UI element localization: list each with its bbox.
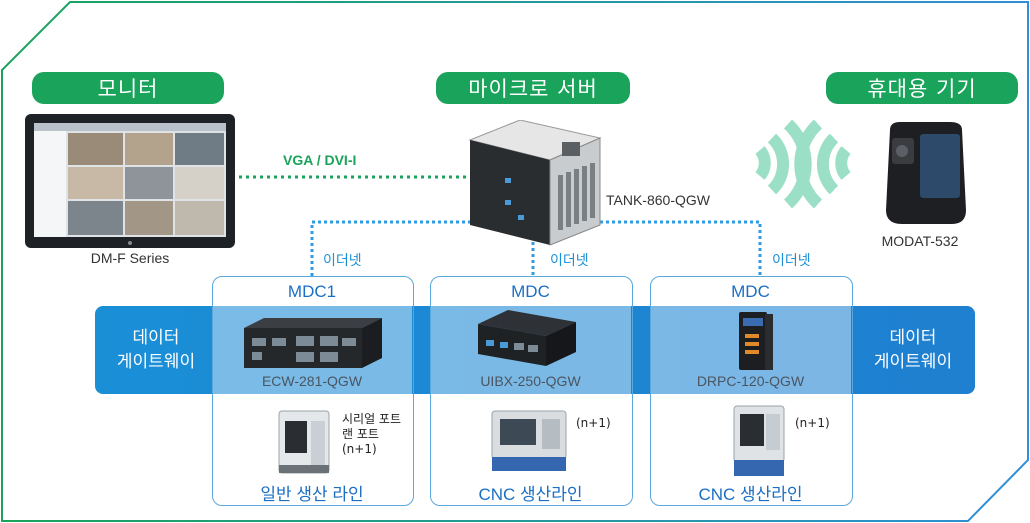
unit-1-note-line3: (n+1): [342, 442, 377, 456]
unit-box-1: [212, 276, 414, 506]
vga-link-label: VGA / DVI-I: [283, 152, 357, 168]
ethernet-label-1: 이더넷: [321, 250, 364, 270]
monitor-header: 모니터: [32, 72, 224, 104]
unit-1-note-line1: 시리얼 포트: [342, 412, 402, 426]
unit-3-model: DRPC-120-QGW: [696, 373, 805, 389]
gateway-label-right-line1: 데이터: [889, 328, 937, 348]
ethernet-label-3: 이더넷: [770, 250, 813, 270]
unit-3-machine-image: [733, 405, 785, 476]
unit-1-model: ECW-281-QGW: [261, 373, 363, 389]
unit-2-line-label: CNC 생산라인: [478, 485, 583, 504]
gateway-label-right-line2: 게이트웨이: [873, 352, 953, 372]
mobile-model: MODAT-532: [881, 233, 959, 249]
unit-1-note: 시리얼 포트 랜 포트 (n+1): [342, 412, 401, 457]
unit-3-title: MDC: [731, 282, 770, 301]
server-header-text: 마이크로 서버: [468, 77, 598, 101]
mobile-header: 휴대용 기기: [826, 72, 1018, 104]
unit-1-line-label: 일반 생산 라인: [260, 485, 364, 504]
unit-1-title: MDC1: [287, 282, 337, 301]
unit-2-machine-image: [491, 410, 567, 471]
unit-1-device-image: [244, 318, 382, 368]
monitor-model: DM-F Series: [90, 250, 170, 266]
server-header: 마이크로 서버: [436, 72, 630, 104]
unit-box-3: [650, 276, 853, 506]
gateway-label-left-line1: 데이터: [132, 328, 180, 348]
unit-3-device-image: [739, 312, 773, 370]
unit-2-note: (n+1): [576, 416, 611, 430]
mobile-header-text: 휴대용 기기: [867, 77, 977, 101]
ethernet-label-2: 이더넷: [548, 250, 591, 270]
mobile-device-image: [886, 122, 966, 224]
unit-3-line-label: CNC 생산라인: [698, 485, 803, 504]
unit-2-device-image: [478, 310, 576, 366]
unit-box-2: [430, 276, 633, 506]
unit-1-machine-image: [278, 410, 330, 474]
wifi-waves-icon: [755, 119, 851, 209]
unit-2-model: UIBX-250-QGW: [480, 373, 581, 389]
gateway-label-right: 데이터 게이트웨이: [856, 326, 970, 374]
gateway-label-left: 데이터 게이트웨이: [100, 326, 212, 374]
monitor-image: [25, 114, 235, 248]
server-image: [468, 120, 602, 246]
unit-2-title: MDC: [511, 282, 550, 301]
monitor-header-text: 모니터: [97, 77, 159, 101]
unit-3-note: (n+1): [795, 416, 830, 430]
unit-1-note-line2: 랜 포트: [342, 427, 379, 441]
server-model: TANK-860-QGW: [606, 192, 710, 208]
gateway-label-left-line2: 게이트웨이: [116, 352, 196, 372]
